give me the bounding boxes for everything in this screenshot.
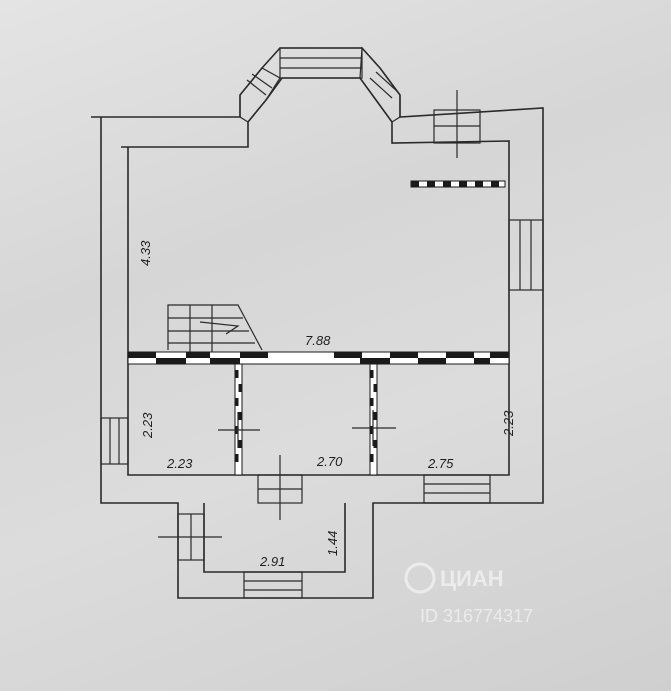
inner-wall	[121, 77, 510, 476]
porch-side-door	[158, 513, 222, 561]
dim-right-room-height: 2.23	[501, 410, 516, 437]
partition-upper	[410, 180, 506, 188]
entrance-door	[257, 455, 303, 520]
window-right	[508, 219, 544, 291]
staircase	[167, 304, 263, 352]
watermark-logo-icon	[404, 562, 436, 594]
outer-wall	[91, 47, 544, 599]
door-mark-left	[218, 412, 260, 448]
partition-main	[127, 351, 510, 365]
dim-partition-length: 7.88	[305, 333, 331, 348]
dim-middle-room-width: 2.70	[316, 454, 343, 469]
bay-window	[239, 46, 401, 123]
door-mark-right	[352, 410, 396, 446]
dim-left-room-width: 2.23	[166, 456, 193, 471]
watermark-brand: ЦИАН	[440, 566, 504, 591]
dim-left-room-height: 2.23	[140, 412, 155, 439]
dim-upper-room-height: 4.33	[138, 240, 153, 266]
watermark-id: ID 316774317	[420, 606, 533, 626]
dim-porch-depth: 1.44	[325, 531, 340, 556]
window-top-right	[433, 90, 481, 158]
watermark: ЦИАН ID 316774317	[404, 562, 533, 626]
window-left	[100, 417, 129, 465]
porch-window	[243, 571, 303, 599]
window-bottom-right	[423, 474, 491, 504]
dim-right-room-width: 2.75	[427, 456, 454, 471]
dim-porch-width: 2.91	[259, 554, 285, 569]
